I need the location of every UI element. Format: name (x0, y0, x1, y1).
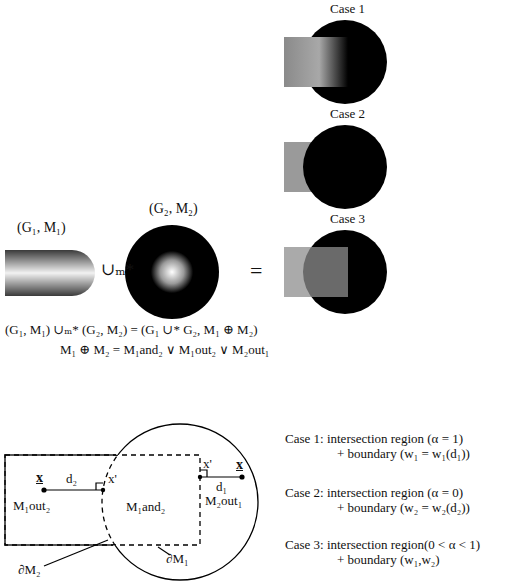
region-label: M₁out₂ (13, 499, 50, 514)
case-figure: Case 1 (284, 20, 387, 104)
boundary-label: ∂M₁ (166, 552, 189, 567)
case-2-shape (284, 125, 387, 209)
disc-shape (125, 225, 219, 319)
case-figure: Case 3 (284, 230, 387, 314)
disc-region: (G₂, M₂) (125, 225, 219, 319)
case-label: Case 3 (330, 212, 365, 227)
capsule-label: (G₁, M₁) (17, 220, 66, 236)
case-description: Case 1: intersection region (α = 1) + bo… (285, 432, 470, 462)
distance-lines (44, 470, 242, 566)
region-label: M₁and₂ (126, 500, 165, 515)
case-description: Case 2: intersection region (α = 0) + bo… (285, 486, 470, 516)
capsule-region: (G₁, M₁) (5, 250, 97, 296)
case-figure: Case 2 (284, 125, 387, 209)
point-label: x' (203, 457, 212, 472)
case-label: Case 2 (330, 107, 365, 122)
capsule-shape (5, 250, 95, 296)
operator-symbol: ∪ₘ* (101, 260, 134, 280)
formula: M₁ ⊕ M₂ = M₁and₂ ∨ M₁out₂ ∨ M₂out₁ (60, 343, 269, 358)
point-label: x (236, 457, 243, 473)
distance-label: d₂ (66, 472, 77, 487)
boundary-label: ∂M₂ (18, 563, 41, 578)
formula: (G₁, M₁) ∪ₘ* (G₂, M₂) = (G₁ ∪* G₂, M₁ ⊕ … (5, 323, 258, 338)
distance-label: d₁ (216, 480, 227, 495)
point-label: x' (108, 472, 117, 487)
region-outlines (5, 424, 258, 580)
equals-sign: = (250, 258, 262, 283)
rectangle-region: M₁out₂ (5, 455, 200, 545)
case-3-shape (284, 230, 387, 314)
case-label: Case 1 (330, 2, 365, 17)
case-description: Case 3: intersection region(0 < α < 1) +… (285, 538, 480, 568)
disc-label: (G₂, M₂) (149, 201, 198, 217)
case-1-shape (284, 20, 387, 104)
point-label: x (36, 470, 43, 486)
region-label: M₂out₁ (205, 494, 242, 509)
